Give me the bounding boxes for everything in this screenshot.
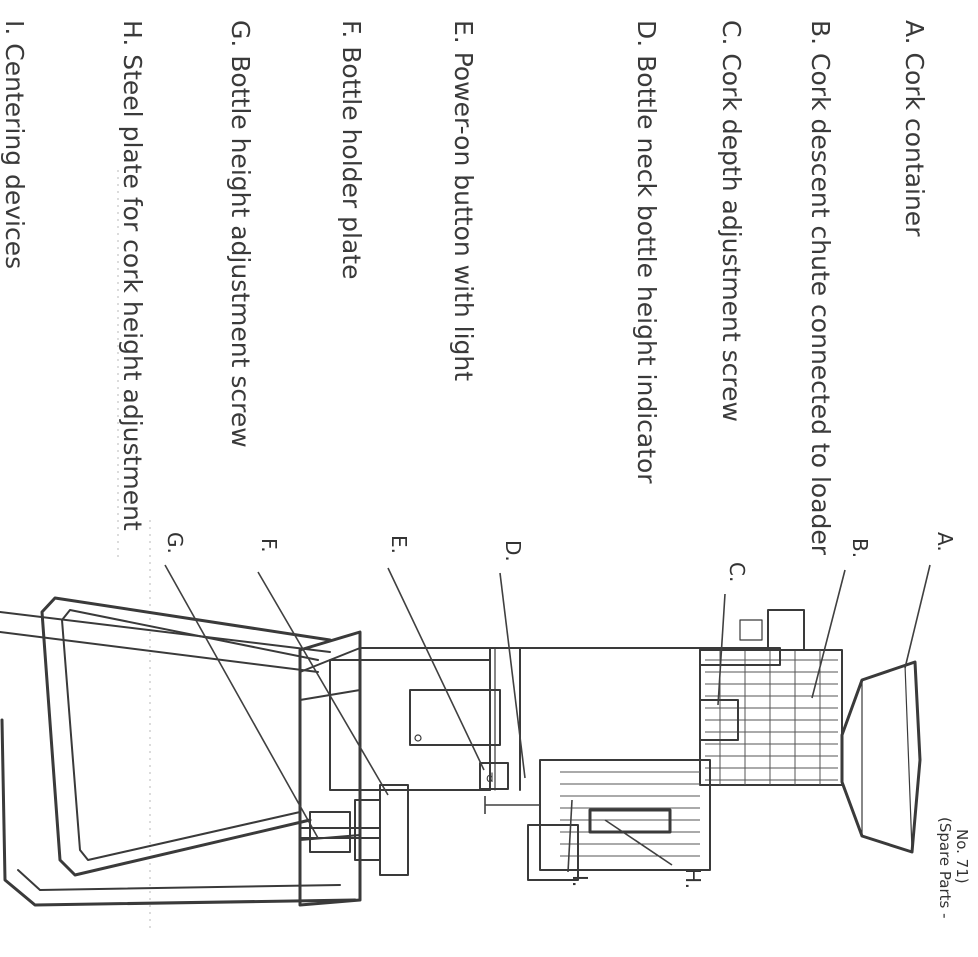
leader-h bbox=[604, 819, 673, 866]
callout-a: A. bbox=[933, 532, 957, 552]
callout-h: H. bbox=[681, 868, 705, 889]
callout-e: E. bbox=[387, 535, 411, 554]
legend-item-d: D. Bottle neck bottle height indicator bbox=[632, 20, 661, 484]
bottle-holder bbox=[299, 784, 409, 876]
callout-labels: A. B. C. D. E. F. G. H. I. (Spare Parts … bbox=[163, 532, 971, 923]
callout-c: C. bbox=[725, 562, 749, 582]
leader-b bbox=[811, 569, 846, 699]
legend-item-e: E. Power-on button with light bbox=[449, 20, 478, 381]
legend: A. Cork container B. Cork descent chute … bbox=[0, 20, 929, 556]
leader-e bbox=[387, 567, 485, 771]
legend-item-g: G. Bottle height adjustment screw bbox=[226, 20, 255, 448]
svg-text:d: d bbox=[486, 771, 494, 785]
legend-item-b: B. Cork descent chute connected to loade… bbox=[806, 20, 835, 556]
spare-parts-line-2: No. 71) bbox=[953, 829, 971, 884]
cork-plunger-assembly bbox=[527, 759, 711, 881]
leader-d bbox=[499, 572, 526, 779]
power-button-drawing: d bbox=[479, 762, 509, 790]
tubular-stand bbox=[0, 596, 357, 907]
leader-c bbox=[717, 593, 726, 706]
callout-b: B. bbox=[848, 538, 872, 558]
machine-frame bbox=[299, 647, 781, 791]
cork-container bbox=[840, 660, 922, 854]
spare-parts-line-1: (Spare Parts - bbox=[936, 817, 954, 919]
leader-lines bbox=[164, 564, 931, 873]
leader-i bbox=[567, 799, 573, 873]
legend-item-f: F. Bottle holder plate bbox=[337, 20, 366, 279]
spare-parts-note: (Spare Parts - No. 71) bbox=[936, 817, 971, 923]
leader-a bbox=[904, 564, 931, 669]
legend-item-i: I. Centering devices bbox=[0, 20, 29, 269]
callout-g: G. bbox=[163, 532, 187, 554]
legend-item-c: C. Cork depth adjustment screw bbox=[717, 20, 746, 422]
legend-item-a: A. Cork container bbox=[900, 20, 929, 237]
corking-machine: d bbox=[0, 564, 931, 907]
leader-f bbox=[257, 571, 389, 796]
callout-f: F. bbox=[257, 538, 281, 553]
leader-g bbox=[164, 564, 319, 839]
callout-d: D. bbox=[501, 540, 525, 562]
legend-item-h: H. Steel plate for cork height adjustmen… bbox=[118, 20, 147, 531]
cork-chute-block bbox=[699, 609, 843, 786]
callout-i: I. bbox=[568, 875, 592, 887]
